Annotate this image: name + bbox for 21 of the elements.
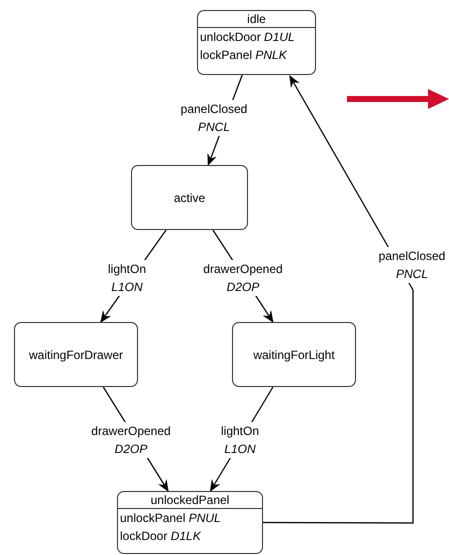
state-action: lockPanel PNLK bbox=[199, 47, 288, 64]
edge-label: lightOn L1ON bbox=[106, 260, 148, 296]
state-name: waitingForDrawer bbox=[28, 348, 124, 362]
state-name: waitingForLight bbox=[253, 348, 335, 362]
transition-arrow bbox=[263, 75, 414, 524]
state-box bbox=[197, 10, 316, 75]
state-box bbox=[14, 322, 138, 387]
state-name: idle bbox=[198, 11, 315, 28]
state-name: active bbox=[174, 190, 206, 204]
state-box bbox=[131, 165, 248, 230]
state-box bbox=[117, 491, 263, 554]
state-action: unlockDoor D1UL bbox=[199, 29, 296, 46]
state-action: lockDoor D1LK bbox=[119, 528, 202, 545]
edge-label: drawerOpened D2OP bbox=[90, 422, 172, 458]
edge-label: drawerOpened D2OP bbox=[202, 260, 284, 296]
edge-label: panelClosed PNCL bbox=[378, 247, 446, 283]
state-action: unlockPanel PNUL bbox=[119, 510, 222, 527]
state-name: unlockedPanel bbox=[118, 492, 262, 509]
edge-label: lightOn L1ON bbox=[220, 422, 260, 458]
edge-label: panelClosed PNCL bbox=[180, 100, 248, 136]
state-box bbox=[232, 322, 356, 387]
